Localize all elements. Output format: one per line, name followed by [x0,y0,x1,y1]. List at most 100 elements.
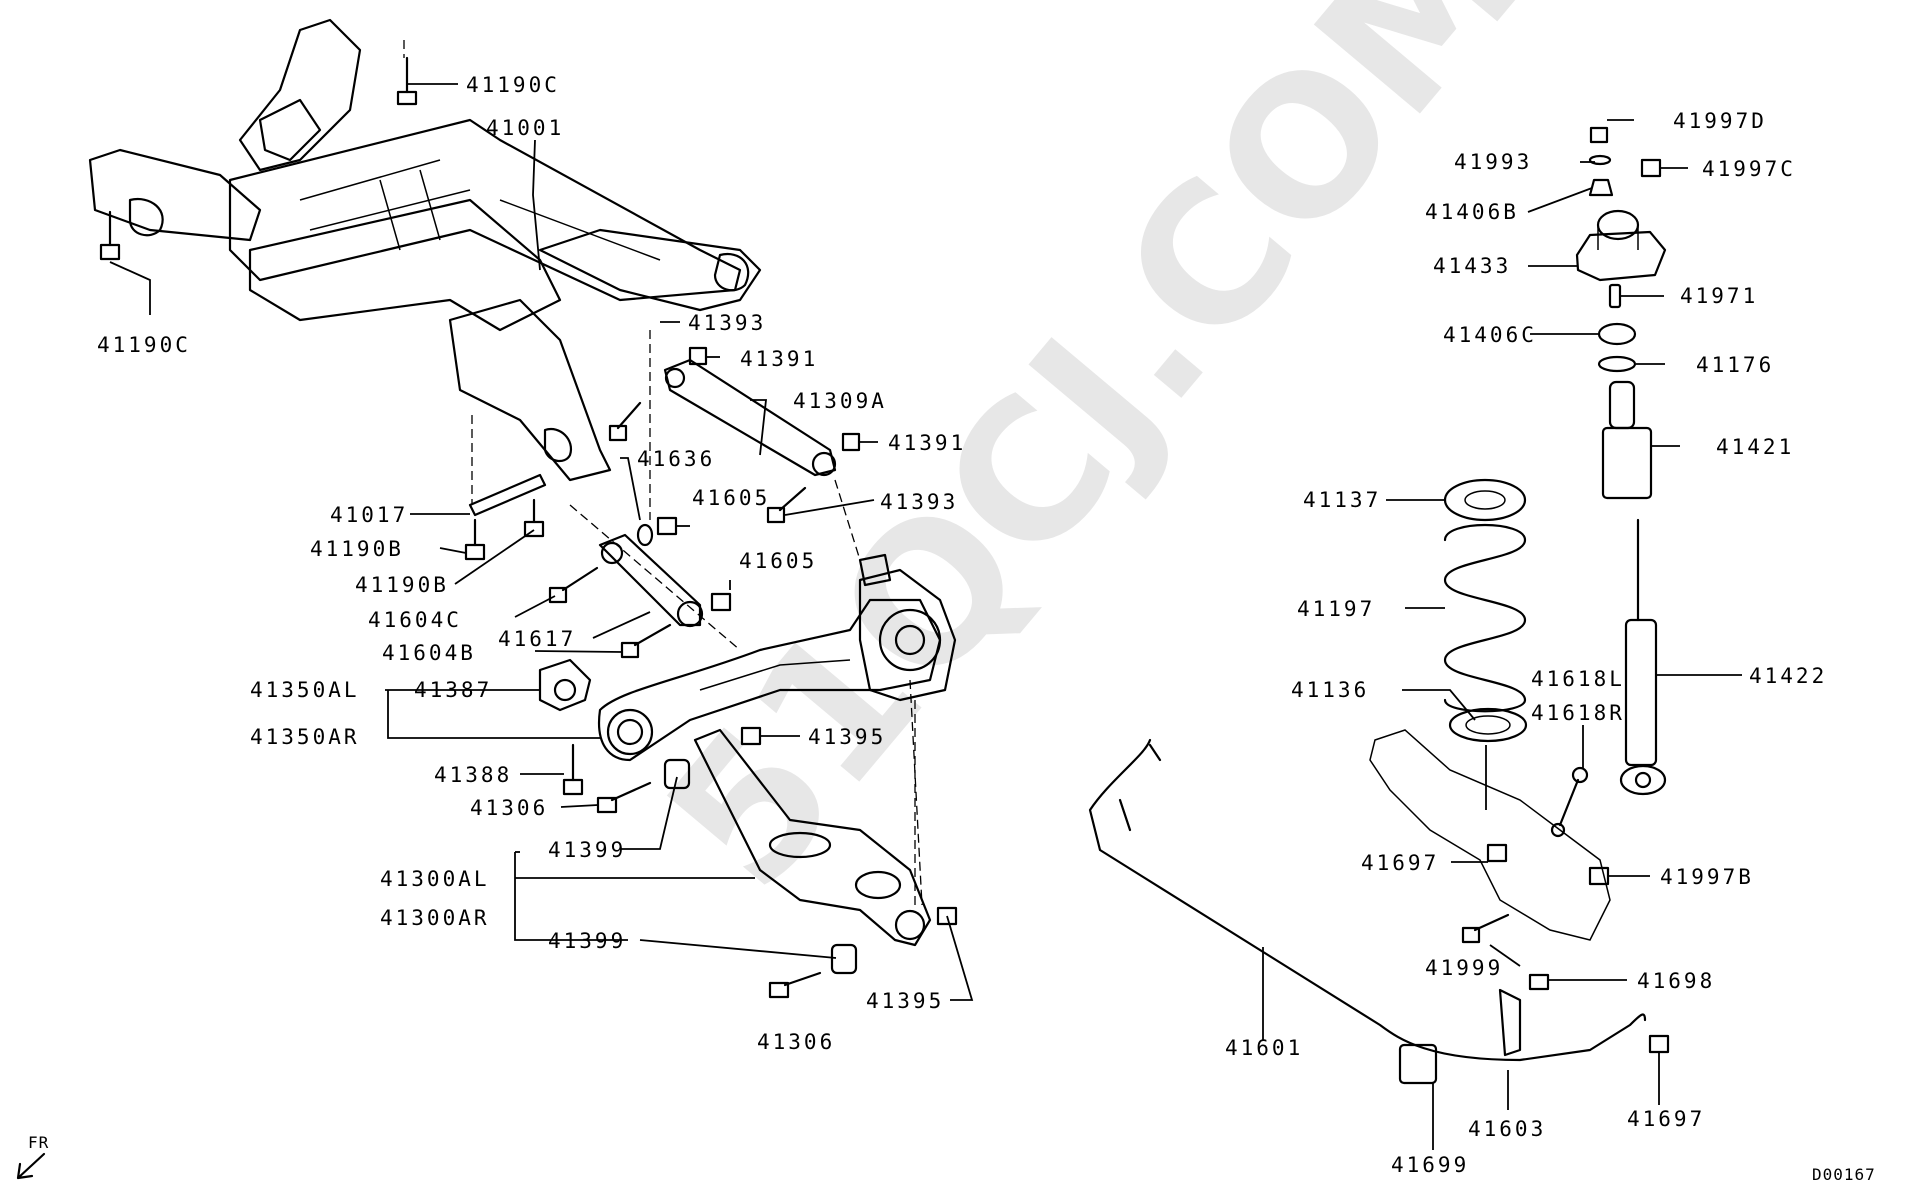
label-41997b: 41997B [1660,865,1754,889]
label-41605-b: 41605 [739,549,817,573]
bushing-41699-icon [1398,1043,1438,1085]
bolt-41306-b-icon [768,971,822,999]
label-41421: 41421 [1716,435,1794,459]
nut-41697-a-icon [1486,843,1508,863]
dust-boot-41421 [1601,380,1653,500]
label-41699: 41699 [1391,1153,1469,1177]
label-41176: 41176 [1696,353,1774,377]
label-41604c: 41604C [368,608,462,632]
label-41391-b: 41391 [888,431,966,455]
knuckle [858,553,957,702]
spring-seat-41136-icon [1448,707,1528,743]
label-41350al: 41350AL [250,678,360,702]
label-41137: 41137 [1303,488,1381,512]
nut-41997d-icon [1589,126,1609,144]
bolt-41604b-icon [620,623,672,659]
stabilizer-link-41618-icon [1550,766,1589,838]
diagram-code: D00167 [1812,1165,1876,1184]
lower-arm-41300a [693,728,932,947]
nut-41391-b-icon [841,432,861,452]
label-41422: 41422 [1749,664,1827,688]
label-41618r: 41618R [1531,701,1625,725]
label-41306-a: 41306 [470,796,548,820]
bushing-41399-a-icon [663,758,691,790]
label-41300ar: 41300AR [380,906,490,930]
label-41388: 41388 [434,763,512,787]
bolt-41604c-icon [548,566,599,604]
bushing-41406c-icon [1597,322,1637,346]
bushing-41176-icon [1597,355,1637,373]
label-41971: 41971 [1680,284,1758,308]
label-41399-a: 41399 [548,838,626,862]
bracket-41603-icon [1498,988,1522,1057]
label-41309a: 41309A [793,389,887,413]
leader-lines [109,83,1742,1150]
label-41190b-a: 41190B [310,537,404,561]
label-41999: 41999 [1425,956,1503,980]
nut-41395-b-icon [936,906,958,926]
bolt-41190c-left-icon [99,210,121,261]
bushing-41387-icon [538,658,592,712]
mount-41433 [1575,209,1667,282]
label-41306-b: 41306 [757,1030,835,1054]
bolt-41999-icon [1461,913,1510,944]
label-41300al: 41300AL [380,867,490,891]
front-direction-label: FR [28,1133,49,1152]
front-arrow-icon [16,1152,46,1180]
assembly-guide-lines [403,40,923,906]
label-41697-a: 41697 [1361,851,1439,875]
label-41997d: 41997D [1673,109,1767,133]
label-41603: 41603 [1468,1117,1546,1141]
label-41136: 41136 [1291,678,1369,702]
label-41393-a: 41393 [688,311,766,335]
label-41001: 41001 [486,116,564,140]
collar-41971-icon [1608,283,1622,309]
shock-absorber-41422 [1619,518,1667,796]
label-41391-a: 41391 [740,347,818,371]
bracket-41017-icon [468,473,547,517]
label-41433: 41433 [1433,254,1511,278]
label-41190b-b: 41190B [355,573,449,597]
bolt-41388-icon [562,743,584,796]
label-41997c: 41997C [1702,157,1796,181]
bolt-41393-a-icon [608,401,642,442]
label-41698: 41698 [1637,969,1715,993]
washer-41993-icon [1588,154,1612,166]
nut-41997c-icon [1640,158,1662,178]
bolt-41190b-b-icon [523,498,545,538]
spring-seat-41137-icon [1443,478,1527,522]
knuckle-outline [1369,729,1611,941]
label-41697-b: 41697 [1627,1107,1705,1131]
label-41393-b: 41393 [880,490,958,514]
stabilizer-bar-41601 [1088,738,1647,1062]
label-41190c-top: 41190C [466,73,560,97]
nut-41391-a-icon [688,346,708,366]
nut-41605-b-icon [710,592,732,612]
trailing-arm-41350a [597,598,942,762]
nut-41697-b-icon [1648,1034,1670,1054]
label-41190c-left: 41190C [97,333,191,357]
label-41017: 41017 [330,503,408,527]
front-direction-indicator: FR [16,1133,49,1180]
label-41350ar: 41350AR [250,725,360,749]
bolt-41190c-top-icon [396,56,418,106]
nut-41605-a-icon [656,516,678,536]
part-labels: 41190C 41001 41190C 41393 41391 41309A 4… [97,73,1827,1177]
label-41399-b: 41399 [548,929,626,953]
bolt-41190b-a-icon [464,518,486,561]
label-41406c: 41406C [1443,323,1537,347]
bolt-41393-b-icon [766,486,807,524]
toe-link-41617 [598,533,704,628]
bushing-41406b-icon [1588,178,1614,197]
label-41387: 41387 [414,678,492,702]
label-41605-a: 41605 [692,486,770,510]
label-41618l: 41618L [1531,667,1625,691]
bolt-41698-icon [1528,973,1550,991]
label-41406b: 41406B [1425,200,1519,224]
crossmember-41001 [88,18,762,482]
label-41636: 41636 [637,447,715,471]
label-41395-b: 41395 [866,989,944,1013]
coil-spring-41197 [1443,524,1527,713]
bushing-41399-b-icon [830,943,858,975]
